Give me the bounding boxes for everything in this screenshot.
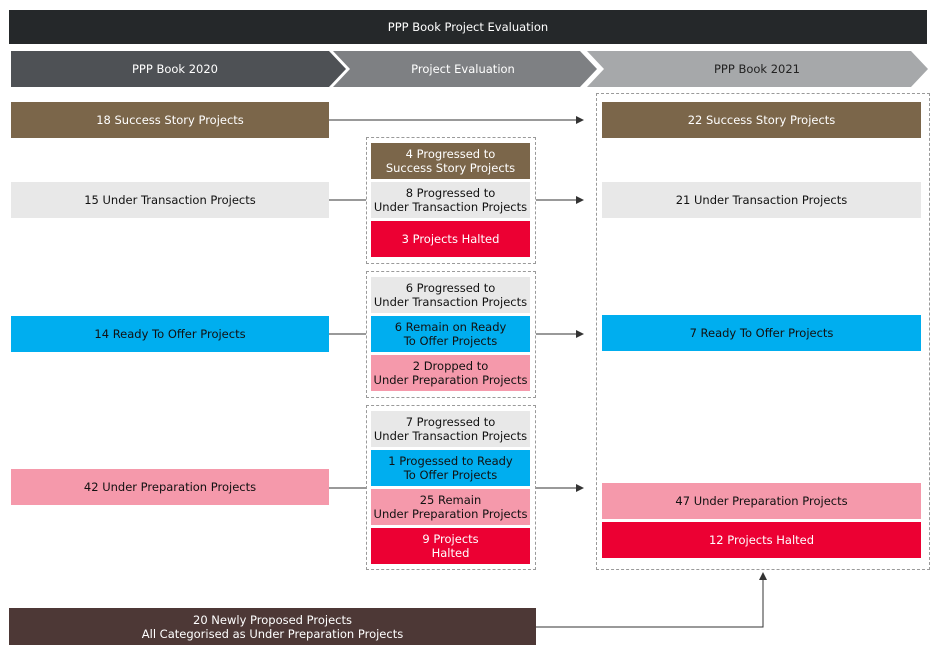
header-right-label-box: PPP Book 2021 xyxy=(600,51,914,87)
evaluation-group-preparation-outline xyxy=(366,405,536,570)
eval-ready-remain-label: 6 Remain on Ready To Offer Projects xyxy=(394,320,507,348)
eval-preparation-to-ready-label: 1 Progessed to Ready To Offer Projects xyxy=(388,454,513,482)
book2021-halted-label: 12 Projects Halted xyxy=(708,533,815,547)
eval-transaction-progressed-box: 8 Progressed to Under Transaction Projec… xyxy=(371,182,530,218)
new-proposed-label: 20 Newly Proposed Projects All Categoris… xyxy=(141,612,404,641)
book2021-transaction-label: 21 Under Transaction Projects xyxy=(675,193,848,207)
header-chevron-middle xyxy=(333,51,597,87)
book2021-success-label: 22 Success Story Projects xyxy=(687,113,836,127)
book2020-preparation-box: 42 Under Preparation Projects xyxy=(11,469,329,505)
header-middle-label: Project Evaluation xyxy=(411,62,515,76)
eval-transaction-halted-box: 3 Projects Halted xyxy=(371,221,530,257)
header-right-label: PPP Book 2021 xyxy=(713,62,800,76)
book2021-preparation-box: 47 Under Preparation Projects xyxy=(602,483,921,519)
eval-ready-dropped-box: 2 Dropped to Under Preparation Projects xyxy=(371,355,530,391)
eval-preparation-to-ready-box: 1 Progessed to Ready To Offer Projects xyxy=(371,450,530,486)
eval-preparation-halted-box: 9 Projects Halted xyxy=(371,528,530,564)
eval-transaction-to-success-box: 4 Progressed to Success Story Projects xyxy=(371,143,530,179)
eval-transaction-to-success-label: 4 Progressed to Success Story Projects xyxy=(385,147,516,175)
eval-transaction-progressed-label: 8 Progressed to Under Transaction Projec… xyxy=(373,186,528,214)
eval-preparation-to-transaction-box: 7 Progressed to Under Transaction Projec… xyxy=(371,411,530,447)
diagram-title-bar: PPP Book Project Evaluation xyxy=(9,10,927,44)
eval-preparation-to-transaction-label: 7 Progressed to Under Transaction Projec… xyxy=(373,415,528,443)
book2020-ready-box: 14 Ready To Offer Projects xyxy=(11,316,329,352)
book2020-success-box: 18 Success Story Projects xyxy=(11,102,329,138)
eval-ready-to-transaction-box: 6 Progressed to Under Transaction Projec… xyxy=(371,277,530,313)
book2021-transaction-box: 21 Under Transaction Projects xyxy=(602,182,921,218)
book2020-ready-label: 14 Ready To Offer Projects xyxy=(94,327,246,341)
book2021-success-box: 22 Success Story Projects xyxy=(602,102,921,138)
book2021-outline xyxy=(596,93,930,570)
header-chevron-left xyxy=(11,51,346,87)
header-left-label: PPP Book 2020 xyxy=(131,62,218,76)
book2020-success-label: 18 Success Story Projects xyxy=(96,113,244,127)
header-left-label-box: PPP Book 2020 xyxy=(11,51,339,87)
eval-ready-remain-box: 6 Remain on Ready To Offer Projects xyxy=(371,316,530,352)
eval-preparation-remain-label: 25 Remain Under Preparation Projects xyxy=(373,493,528,521)
book2021-preparation-label: 47 Under Preparation Projects xyxy=(675,494,848,508)
eval-transaction-halted-label: 3 Projects Halted xyxy=(401,232,500,246)
header-chevron-right xyxy=(587,51,928,87)
connector-new-proposed xyxy=(536,572,767,628)
evaluation-group-ready-outline xyxy=(366,271,536,398)
evaluation-group-transaction-outline xyxy=(366,137,536,264)
header-middle-label-box: Project Evaluation xyxy=(345,51,581,87)
book2021-ready-box: 7 Ready To Offer Projects xyxy=(602,315,921,351)
book2020-transaction-box: 15 Under Transaction Projects xyxy=(11,182,329,218)
new-proposed-box: 20 Newly Proposed Projects All Categoris… xyxy=(9,608,536,645)
book2020-transaction-label: 15 Under Transaction Projects xyxy=(84,193,256,207)
eval-ready-to-transaction-label: 6 Progressed to Under Transaction Projec… xyxy=(373,281,528,309)
eval-ready-dropped-label: 2 Dropped to Under Preparation Projects xyxy=(373,359,528,387)
diagram-title: PPP Book Project Evaluation xyxy=(387,20,549,34)
eval-preparation-halted-label: 9 Projects Halted xyxy=(422,532,479,560)
book2021-ready-label: 7 Ready To Offer Projects xyxy=(689,326,834,340)
book2021-halted-box: 12 Projects Halted xyxy=(602,522,921,558)
book2020-preparation-label: 42 Under Preparation Projects xyxy=(83,480,257,494)
eval-preparation-remain-box: 25 Remain Under Preparation Projects xyxy=(371,489,530,525)
